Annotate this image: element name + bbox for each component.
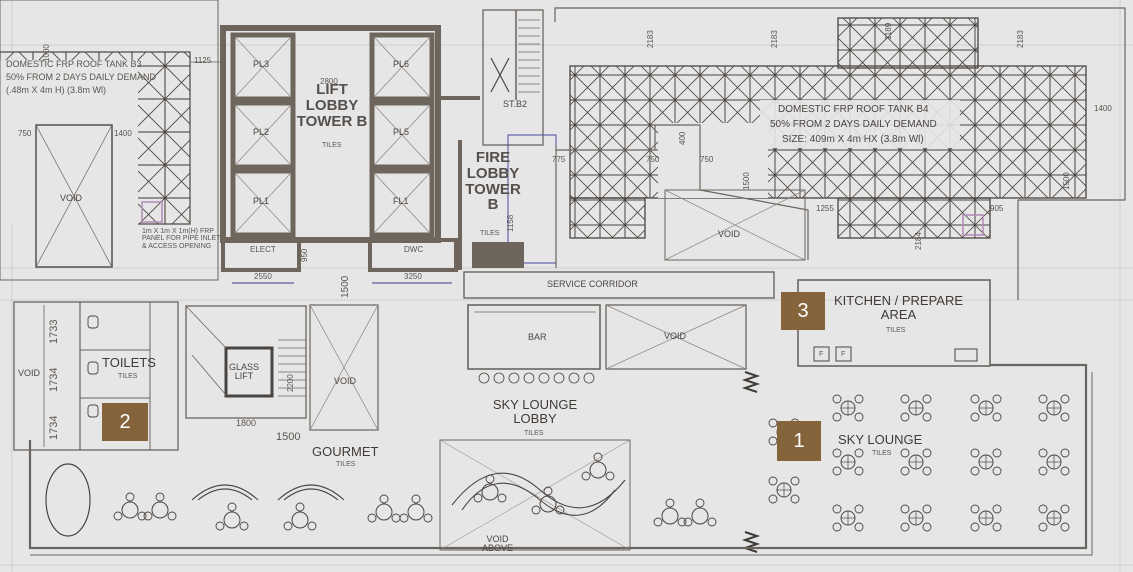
tank-b4-line3: SIZE: 409m X 4m HX (3.8m Wl) <box>782 134 924 145</box>
dim-750c: 750 <box>700 155 714 164</box>
dim-2800: 2800 <box>320 77 338 86</box>
service-corridor-label: SERVICE CORRIDOR <box>547 279 638 289</box>
lift-fl1: FL1 <box>393 196 409 206</box>
dim-1734a: 1734 <box>48 367 60 392</box>
gourmet-title: GOURMET <box>312 444 379 459</box>
dim-3250: 3250 <box>404 272 422 281</box>
sky-lounge-tiles: TILES <box>872 450 892 457</box>
dim-2183a: 2183 <box>646 30 655 48</box>
dim-2183b: 2183 <box>770 30 779 48</box>
area-badge-3: 3 <box>781 292 825 330</box>
area-badge-1: 1 <box>777 421 821 461</box>
dim-1800: 1800 <box>236 418 257 428</box>
void-gourmet-label: VOID <box>334 376 357 386</box>
lift-lobby-tower-b-title: LIFT LOBBY TOWER B <box>296 81 368 130</box>
dim-1000: 1000 <box>42 44 51 62</box>
dim-1733: 1733 <box>48 319 60 344</box>
lift-pl3: PL3 <box>253 59 270 69</box>
dim-1255: 1255 <box>816 204 834 213</box>
frp-panel-note: 1m X 1m X 1m(H) FRP PANEL FOR PIPE INLET… <box>142 228 221 250</box>
kitchen-fixture-f2: F <box>841 351 846 358</box>
stair-b2-label: ST.B2 <box>503 99 528 109</box>
tank-b3-line2: 50% FROM 2 DAYS DAILY DEMAND <box>6 72 157 82</box>
void-toilet-label: VOID <box>18 368 41 378</box>
dim-750b: 750 <box>646 155 660 164</box>
dim-775: 775 <box>552 155 566 164</box>
fire-lobby-tower-b-title: FIRE LOBBY TOWER B <box>465 149 521 214</box>
tank-b3-line3: (.48m X 4m H) (3.8m Wl) <box>6 85 107 95</box>
dim-2200: 2200 <box>286 374 295 392</box>
glass-lift-label: GLASS LIFT <box>229 362 260 382</box>
dim-1734b: 1734 <box>48 415 60 440</box>
dim-1500d: 1500 <box>276 431 301 443</box>
kitchen-tiles: TILES <box>886 327 906 334</box>
dim-2550: 2550 <box>254 272 272 281</box>
lift-lobby-tiles: TILES <box>322 142 342 149</box>
toilets-tiles: TILES <box>118 373 138 380</box>
sky-lounge-title: SKY LOUNGE <box>838 432 923 447</box>
dwc-room-label: DWC <box>404 245 424 254</box>
dim-1125: 1125 <box>194 56 212 65</box>
elect-room-label: ELECT <box>250 245 276 254</box>
gourmet-tiles: TILES <box>336 461 356 468</box>
kitchen-prepare-area-title: KITCHEN / PREPARE AREA <box>833 293 964 322</box>
dim-1500b: 1500 <box>1062 172 1071 190</box>
void-mid-label: VOID <box>718 229 741 239</box>
dim-905: 905 <box>990 204 1004 213</box>
dim-950: 950 <box>300 248 309 262</box>
bar-label: BAR <box>528 332 547 342</box>
tank-b4-line2: 50% FROM 2 DAYS DAILY DEMAND <box>770 119 937 130</box>
void-above-label: VOID ABOVE <box>482 534 514 554</box>
dim-400: 400 <box>678 131 687 145</box>
tank-b3-line1: DOMESTIC FRP ROOF TANK B3 <box>6 59 142 69</box>
fire-lobby-tiles: TILES <box>480 230 500 237</box>
lift-pl6: PL6 <box>393 59 410 69</box>
tank-b4-line1: DOMESTIC FRP ROOF TANK B4 <box>778 104 929 115</box>
lift-pl5: PL5 <box>393 127 410 137</box>
sky-lobby-tiles: TILES <box>524 430 544 437</box>
dim-750a: 750 <box>18 129 32 138</box>
lift-pl1: PL1 <box>253 196 270 206</box>
dim-1500c: 1500 <box>340 275 351 298</box>
dim-1500a: 1500 <box>742 172 751 190</box>
dim-1400b: 1400 <box>1094 104 1112 113</box>
dim-1158: 1158 <box>506 214 515 232</box>
area-badge-2: 2 <box>102 403 148 441</box>
toilets-title: TOILETS <box>102 355 156 370</box>
kitchen-fixture-f1: F <box>819 351 824 358</box>
dim-1400a: 1400 <box>114 129 132 138</box>
sky-lounge-lobby-title: SKY LOUNGE LOBBY <box>492 397 578 426</box>
void-left-label: VOID <box>60 193 83 203</box>
dim-2184: 2184 <box>914 232 923 250</box>
dim-2183c: 2183 <box>1016 30 1025 48</box>
void-bar-label: VOID <box>664 331 687 341</box>
dim-1189: 1189 <box>884 22 893 40</box>
lift-pl2: PL2 <box>253 127 270 137</box>
